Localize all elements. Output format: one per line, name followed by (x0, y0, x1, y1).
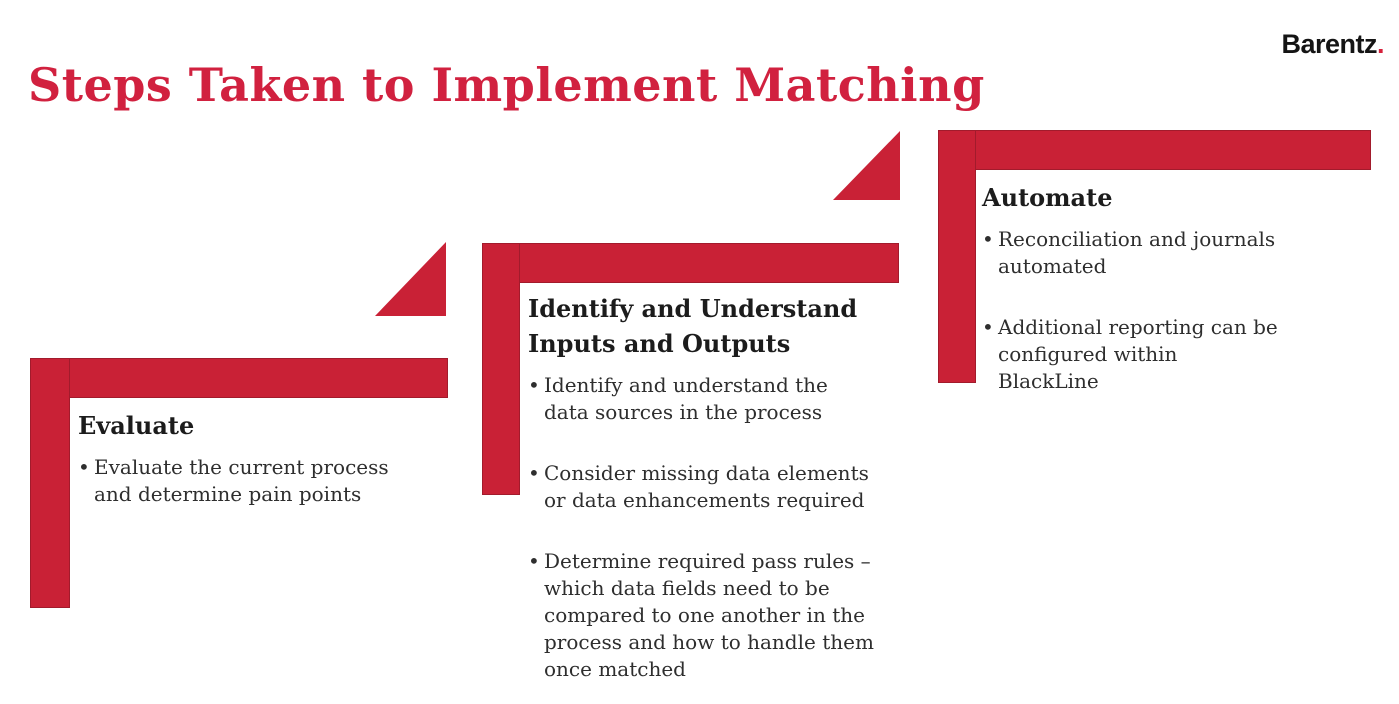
step1-bullet-list: Evaluate the current process and determi… (78, 454, 413, 508)
brand-logo: Barentz. (1281, 29, 1384, 60)
brand-logo-dot: . (1376, 29, 1385, 59)
step3-arrow-triangle-shape (833, 131, 900, 200)
bullet-text: Additional reporting can be configured w… (998, 314, 1278, 393)
bullet-item: Consider missing data elements or data e… (528, 460, 878, 514)
step3-content: Automate Reconciliation and journals aut… (982, 181, 1282, 395)
bullet-item: Evaluate the current process and determi… (78, 454, 413, 508)
bullet-text: Consider missing data elements or data e… (544, 460, 869, 512)
step2-heading: Identify and Understand Inputs and Outpu… (528, 294, 858, 358)
bullet-text: Reconciliation and journals automated (998, 226, 1276, 278)
step3-horizontal-bar-shape (938, 130, 1371, 170)
step1-vertical-bar-shape (30, 358, 70, 608)
bullet-text: Determine required pass rules – which da… (544, 548, 874, 681)
step3-heading: Automate (982, 183, 1113, 212)
step2-content: Identify and Understand Inputs and Outpu… (528, 292, 920, 683)
bullet-text: Evaluate the current process and determi… (94, 454, 389, 506)
bullet-item: Reconciliation and journals automated (982, 226, 1278, 280)
step3-bullet-list: Reconciliation and journals automated Ad… (982, 226, 1278, 395)
step1-content: Evaluate Evaluate the current process an… (78, 409, 423, 508)
bullet-text: Identify and understand the data sources… (544, 372, 828, 424)
step3-vertical-bar-shape (938, 130, 976, 383)
step2-horizontal-bar-shape (482, 243, 899, 283)
step1-heading: Evaluate (78, 411, 195, 440)
bullet-item: Additional reporting can be configured w… (982, 314, 1278, 395)
step1-horizontal-bar-shape (30, 358, 448, 398)
step2-vertical-bar-shape (482, 243, 520, 495)
slide-title: Steps Taken to Implement Matching (28, 58, 985, 112)
step2-arrow-triangle-shape (375, 242, 446, 316)
brand-logo-text: Barentz (1281, 29, 1377, 59)
step2-bullet-list: Identify and understand the data sources… (528, 372, 878, 683)
bullet-item: Identify and understand the data sources… (528, 372, 878, 426)
bullet-item: Determine required pass rules – which da… (528, 548, 878, 683)
